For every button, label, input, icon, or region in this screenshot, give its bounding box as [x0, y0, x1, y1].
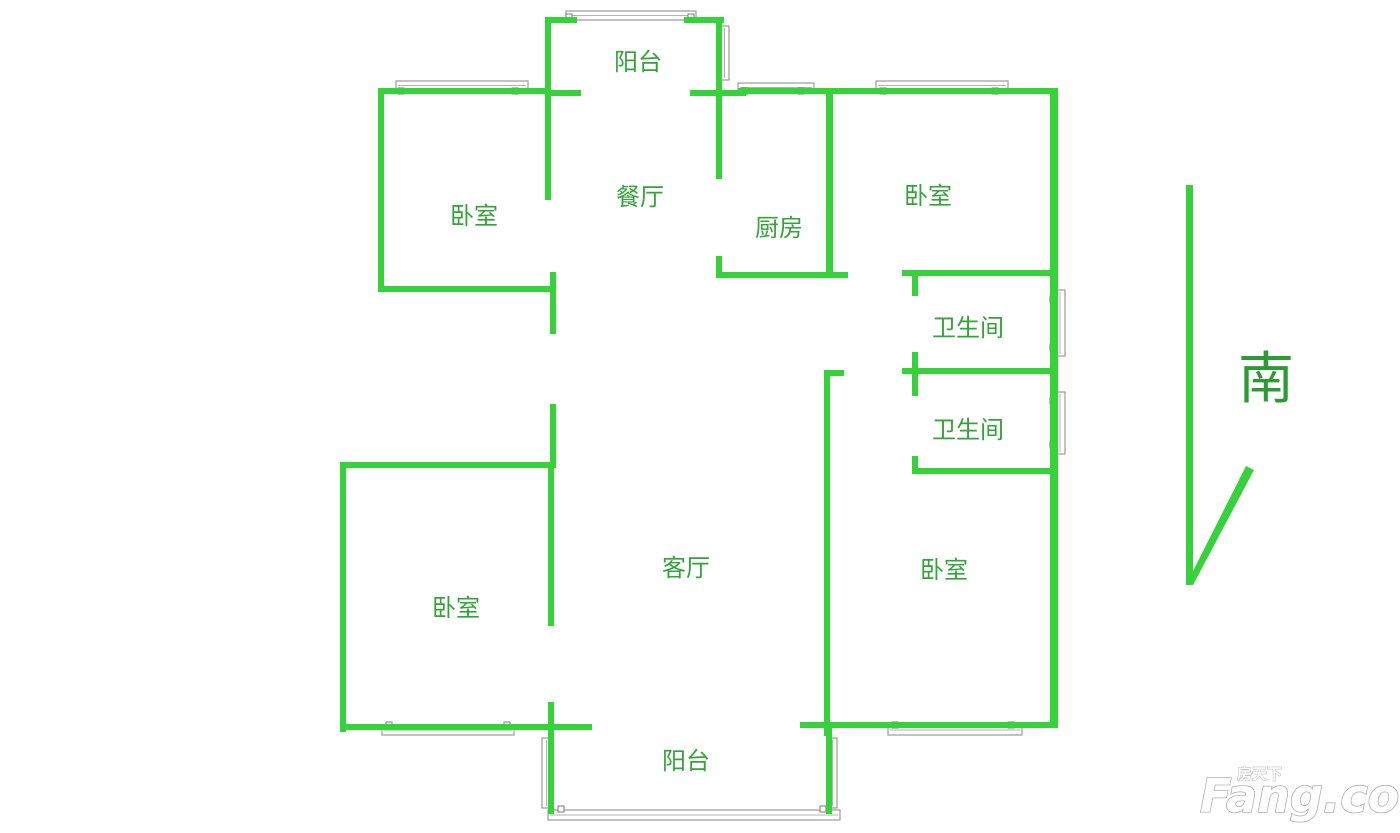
room-label-balcony-south: 阳台: [662, 747, 710, 775]
watermark-brand-cn: 房天下: [1237, 765, 1282, 783]
wall: [378, 88, 384, 292]
room-label-bedroom-southeast: 卧室: [920, 556, 968, 584]
walls: [340, 17, 1058, 814]
window-south-balcony: [547, 805, 841, 821]
compass-arrow: [1186, 185, 1254, 585]
room-label-dining-room: 餐厅: [616, 183, 664, 211]
wall: [912, 270, 918, 296]
wall: [826, 88, 833, 278]
compass-arrow-head: [1186, 466, 1254, 585]
wall: [545, 90, 581, 96]
wall: [912, 456, 918, 474]
wall: [340, 462, 556, 468]
wall: [550, 404, 556, 468]
wall: [716, 256, 722, 278]
wall: [902, 270, 1054, 276]
room-label-living-room: 客厅: [662, 554, 710, 582]
room-label-bathroom-lower: 卫生间: [932, 416, 1004, 444]
wall: [550, 272, 556, 334]
wall: [684, 17, 724, 23]
wall: [824, 370, 830, 736]
watermark-brand-en: Fang.com: [1200, 769, 1400, 823]
wall: [548, 702, 554, 814]
wall: [340, 724, 592, 730]
wall: [690, 90, 746, 96]
wall: [826, 722, 832, 814]
wall: [716, 272, 848, 278]
wall: [545, 17, 551, 200]
room-label-kitchen: 厨房: [755, 214, 803, 242]
wall: [378, 286, 556, 292]
room-label-bathroom-upper: 卫生间: [932, 314, 1004, 342]
wall: [824, 370, 844, 376]
wall: [548, 462, 554, 626]
room-label-bedroom-northwest: 卧室: [450, 202, 498, 230]
compass-label: 南: [1238, 347, 1294, 412]
wall: [545, 17, 577, 23]
wall: [902, 368, 1054, 374]
wall: [716, 17, 722, 179]
wall: [912, 468, 1054, 474]
room-label-bedroom-northeast: 卧室: [904, 182, 952, 210]
room-labels: 阳台 餐厅 厨房 卧室 卧室 卫生间 卫生间 客厅 卧室 卧室 阳台: [432, 48, 1004, 775]
room-label-bedroom-southwest: 卧室: [432, 594, 480, 622]
window-north-balcony: [565, 10, 697, 21]
wall: [340, 462, 346, 732]
room-label-balcony-north: 阳台: [614, 48, 662, 76]
wall: [378, 88, 550, 94]
wall: [738, 88, 1058, 94]
wall: [800, 722, 1058, 728]
compass-arrow-shaft: [1186, 185, 1193, 585]
wall: [1050, 88, 1058, 725]
wall: [912, 352, 918, 396]
watermark-logo: 房天下 Fang.com: [1199, 765, 1400, 824]
